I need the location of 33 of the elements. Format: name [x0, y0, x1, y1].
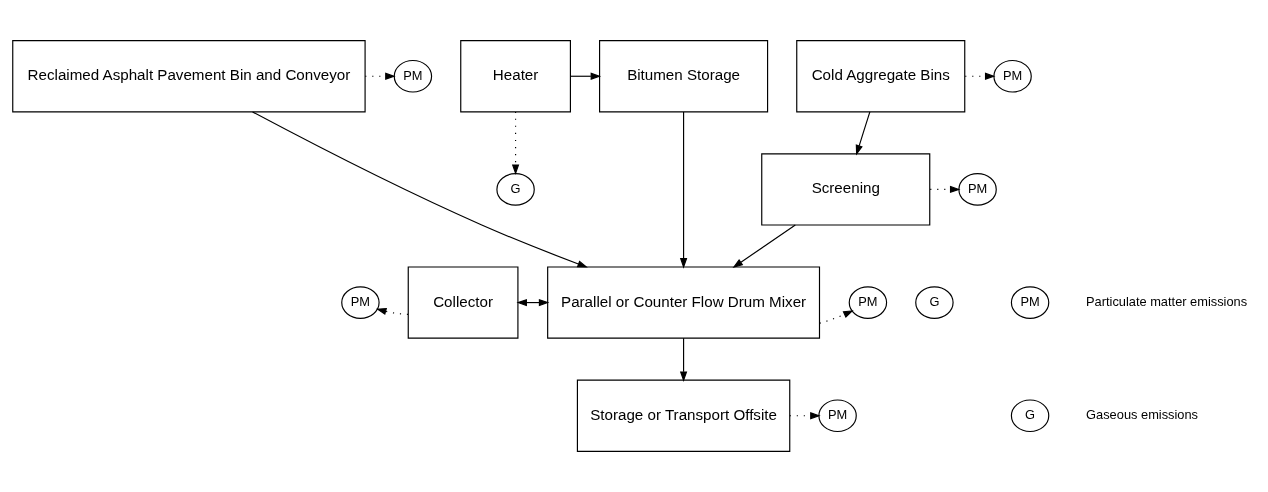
node-ellipse: G: [915, 286, 954, 319]
node-box: Storage or Transport Offsite: [576, 379, 791, 452]
arrow: [964, 72, 996, 80]
arrow: [511, 111, 520, 176]
node-box: Bitumen Storage: [599, 40, 769, 113]
arrow: [789, 412, 821, 420]
node-label: Gaseous emissions: [1086, 407, 1199, 423]
node-ellipse: G: [496, 173, 535, 206]
node-box: Screening: [761, 153, 931, 226]
node-ellipse: PM: [1010, 286, 1050, 319]
node-ellipse: PM: [993, 59, 1032, 93]
node-ellipse: PM: [958, 173, 997, 206]
arrow: [570, 72, 602, 80]
node-box: Reclaimed Asphalt Pavement Bin and Conveyor: [12, 40, 366, 113]
arrow: [732, 224, 796, 268]
node-ellipse: PM: [818, 399, 857, 433]
node-ellipse: PM: [393, 59, 433, 93]
node-box: Cold Aggregate Bins: [796, 40, 966, 113]
node-ellipse: PM: [848, 286, 888, 319]
arrow: [364, 72, 396, 80]
node-label: Particulate matter emissions: [1086, 293, 1248, 309]
arrow: [929, 185, 961, 194]
node-box: Collector: [407, 266, 519, 339]
arrow: [251, 111, 588, 268]
node-box: Heater: [460, 40, 571, 113]
arrow: [679, 111, 688, 269]
node-box: Parallel or Counter Flow Drum Mixer: [547, 266, 821, 339]
arrow: [375, 307, 409, 315]
arrow: [679, 337, 688, 382]
node-ellipse: PM: [341, 286, 380, 319]
node-ellipse: G: [1010, 399, 1050, 433]
arrow: [819, 310, 854, 324]
arrow: [855, 111, 871, 156]
